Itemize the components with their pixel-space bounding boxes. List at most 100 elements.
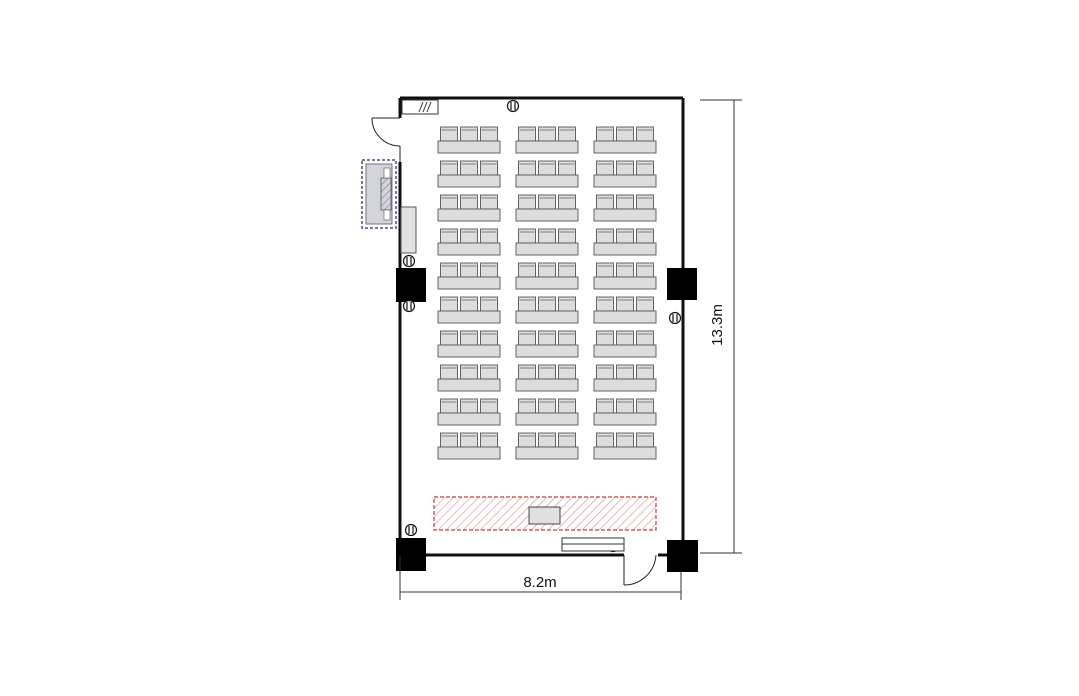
chair [616,364,634,380]
chair [480,432,498,448]
chair [480,160,498,176]
pillars [396,268,698,572]
entrance-door-bottom [623,554,657,586]
chair [596,160,614,176]
chair [440,262,458,278]
chair [480,228,498,244]
pillar-bottom-left [396,538,426,571]
chair [460,330,478,346]
desk [593,208,657,222]
chair [440,398,458,414]
height-label: 13.3m [709,304,726,346]
chair [596,228,614,244]
desk [593,310,657,324]
chair [480,194,498,210]
desk [515,378,579,392]
chair [460,296,478,312]
chair [616,296,634,312]
entrance-door-top [371,117,401,162]
chair [538,364,556,380]
desk [437,174,501,188]
chair [558,296,576,312]
chair [480,364,498,380]
side-counter [400,206,417,254]
chair [518,296,536,312]
seating-area [437,126,657,460]
chair [558,228,576,244]
stage-area [433,496,657,531]
outlet-icon [404,523,418,537]
width-dimension [399,556,682,600]
chair [636,330,654,346]
chair [558,398,576,414]
chair [538,432,556,448]
room-walls [398,96,685,557]
width-label: 8.2m [523,574,556,591]
chair [616,398,634,414]
chair [558,126,576,142]
chair [558,330,576,346]
chair [538,160,556,176]
chair [480,398,498,414]
vent [401,99,439,115]
chair [558,432,576,448]
chair [440,296,458,312]
outlet-icon [402,299,416,313]
chair [538,330,556,346]
desk [593,378,657,392]
desk [593,344,657,358]
desk [437,242,501,256]
desk [593,412,657,426]
chair [440,330,458,346]
desk [515,140,579,154]
desk [515,412,579,426]
chair [460,228,478,244]
chair [636,398,654,414]
outlet-icon [668,311,682,325]
desk [437,276,501,290]
chair [460,432,478,448]
desk [437,344,501,358]
chair [480,296,498,312]
chair [636,296,654,312]
chair [518,194,536,210]
chair [518,126,536,142]
desk [515,242,579,256]
lectern [528,506,561,525]
chair [440,160,458,176]
chair [518,262,536,278]
desk [515,174,579,188]
chair [440,432,458,448]
chair [616,126,634,142]
chair [616,194,634,210]
chair [616,228,634,244]
chair [460,262,478,278]
chair [518,364,536,380]
chair [460,126,478,142]
desk [437,412,501,426]
chair [460,160,478,176]
desk [515,208,579,222]
chair [440,364,458,380]
chair [636,262,654,278]
chair [636,364,654,380]
desk [437,310,501,324]
pillar-left-middle [396,268,426,302]
height-dimension [700,99,742,554]
chair [538,296,556,312]
chair [596,126,614,142]
chair [558,194,576,210]
desk [437,208,501,222]
whiteboard-rail [561,537,625,552]
chair [538,398,556,414]
outlet-icon [402,254,416,268]
desk [515,344,579,358]
desk [515,310,579,324]
chair [596,296,614,312]
chair [616,432,634,448]
desk [437,378,501,392]
chair [636,126,654,142]
chair [538,262,556,278]
chair [596,398,614,414]
